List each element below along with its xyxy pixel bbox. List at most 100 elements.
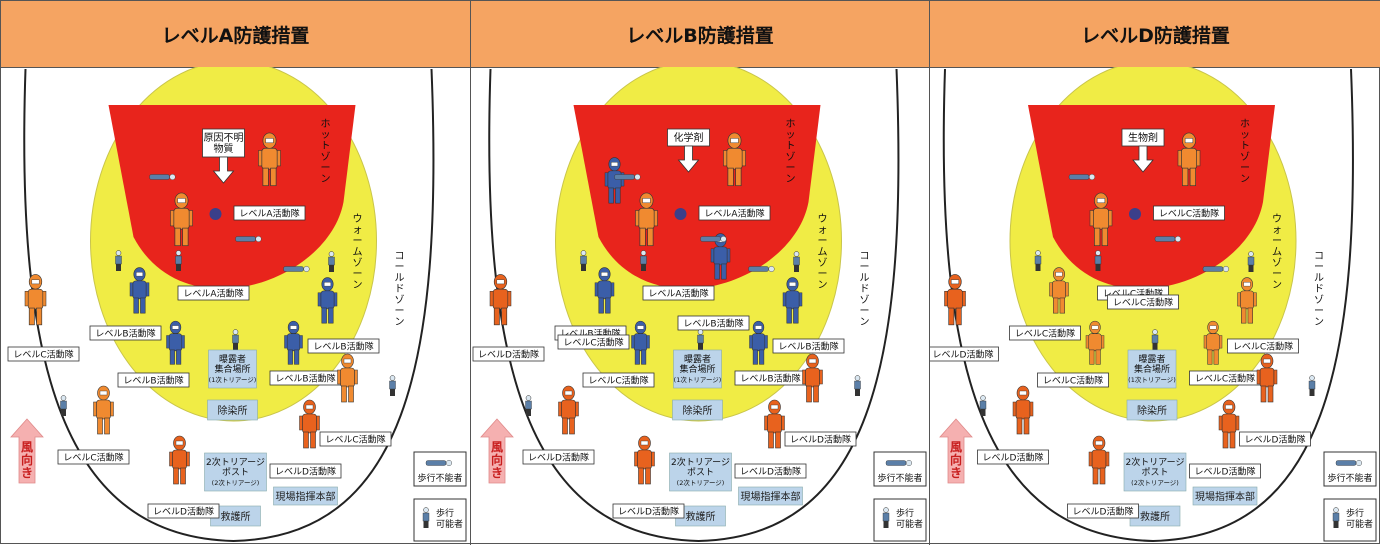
leg: [287, 349, 293, 365]
person-standing-icon: [882, 507, 890, 528]
legs: [1035, 264, 1041, 271]
torso: [175, 255, 182, 265]
label-text: レベルB活動隊: [778, 341, 838, 353]
suited-responder-icon: [944, 274, 966, 326]
label-box: [612, 503, 685, 519]
cold-zone-boundary: [488, 68, 900, 543]
arm: [1049, 282, 1053, 297]
body: [149, 174, 170, 180]
torso: [793, 256, 800, 266]
body: [700, 236, 721, 242]
facility-text: 除染所: [683, 404, 713, 417]
suited-responder-icon: [317, 277, 338, 324]
arm: [1177, 150, 1182, 167]
facility-text: (1次トリアージ): [674, 375, 722, 384]
leg: [341, 385, 347, 403]
leg: [948, 307, 955, 326]
torso: [979, 400, 987, 410]
arm: [110, 401, 114, 417]
suited-responder-icon: [1177, 132, 1201, 187]
label-text: レベルC活動隊: [325, 434, 385, 446]
head: [1222, 266, 1229, 272]
team-label: レベルD活動隊: [612, 503, 685, 519]
leg: [598, 297, 604, 314]
arm: [299, 415, 303, 431]
head: [525, 395, 532, 401]
facility-box: [1123, 452, 1187, 492]
body: [302, 413, 317, 434]
leg: [270, 167, 277, 187]
visor: [1091, 325, 1099, 330]
cold-zone-label: コールドゾーン: [395, 251, 405, 328]
leg: [348, 385, 354, 403]
hot-zone: [573, 105, 821, 289]
torso: [328, 256, 335, 266]
arm: [819, 369, 823, 385]
warm-zone-label: ウォームゾーン: [818, 213, 828, 291]
suited-responder-icon: [802, 353, 823, 403]
agent-box: [202, 128, 245, 158]
arm: [1196, 150, 1201, 167]
body: [1202, 266, 1224, 272]
team-label: レベルD活動隊: [472, 346, 545, 362]
facility-text: 集合場所: [679, 363, 715, 375]
head: [720, 236, 727, 242]
arm: [181, 335, 185, 349]
label-text: レベルA活動隊: [704, 208, 764, 220]
head: [1355, 460, 1362, 466]
head: [1174, 236, 1181, 242]
visor: [343, 358, 352, 364]
facility-box: [204, 452, 267, 492]
suited-responder-icon: [764, 399, 785, 449]
team-label: レベルC活動隊: [319, 431, 392, 447]
legend-text: 歩行不能者: [417, 472, 462, 484]
arm: [24, 290, 29, 307]
label-box: [1107, 294, 1179, 310]
arm: [1085, 335, 1089, 349]
suited-responder-icon: [337, 353, 358, 403]
body: [614, 174, 635, 180]
warm-zone-label: ウォームゾーン: [353, 213, 363, 291]
label-text: レベルD活動隊: [1245, 434, 1306, 446]
leg: [1222, 431, 1229, 449]
arm: [316, 415, 320, 431]
facility-text: 2次トリアージ: [206, 456, 265, 468]
suited-responder-icon: [1085, 320, 1105, 365]
head: [389, 375, 396, 381]
legend-box: [413, 498, 467, 542]
leg: [1099, 467, 1106, 485]
label-box: [147, 503, 220, 519]
person-standing-icon: [115, 250, 122, 271]
legend-text: 歩行不能者: [1327, 472, 1372, 484]
body: [607, 170, 622, 190]
legs: [116, 264, 121, 271]
legend-text: 歩行: [896, 507, 914, 519]
warm-zone-label: ウォームゾーン: [1272, 213, 1282, 291]
visor: [730, 138, 739, 144]
label-box: [977, 449, 1049, 465]
leg: [303, 431, 309, 449]
person-standing-icon: [175, 250, 182, 271]
zone-diagram: ホットゾーンウォームゾーンコールドゾーン生物剤レベルC活動隊レベルC活動隊レベル…: [930, 67, 1377, 543]
visor: [1225, 404, 1233, 410]
panel-title: レベルB防護措置: [471, 1, 929, 68]
legend-box: [1323, 498, 1377, 542]
leg: [1059, 297, 1065, 314]
torso: [1247, 256, 1255, 266]
suited-responder-icon: [558, 385, 579, 435]
agent-source: [674, 208, 687, 220]
leg: [793, 307, 799, 324]
leg: [647, 227, 654, 247]
visor: [1096, 198, 1106, 204]
agent-text: 物質: [214, 142, 234, 155]
label-text: レベルB活動隊: [123, 375, 183, 387]
wind-arrow-shape: [10, 418, 44, 484]
label-text: レベルC活動隊: [1015, 328, 1075, 340]
visor: [808, 358, 817, 364]
label-text: レベルC活動隊: [63, 452, 123, 464]
leg: [775, 431, 781, 449]
body: [805, 367, 820, 388]
